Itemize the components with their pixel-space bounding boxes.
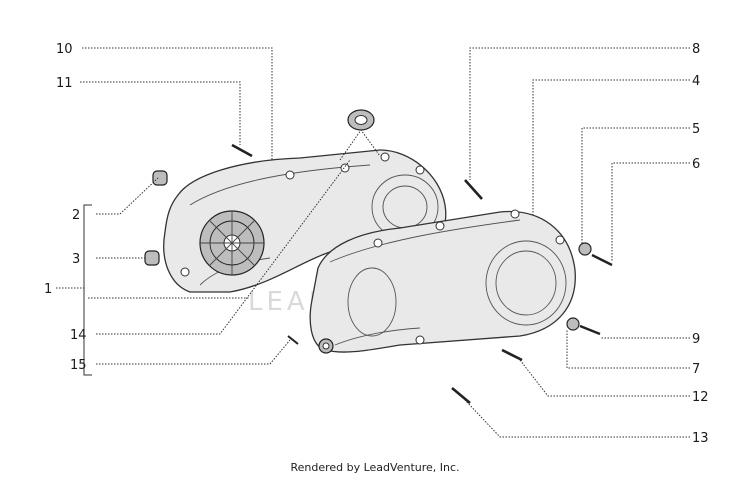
callout-10: 10	[56, 42, 73, 57]
screw-6	[591, 253, 613, 267]
nut-5	[578, 242, 592, 256]
callout-2: 2	[72, 208, 80, 223]
footer-caption: Rendered by LeadVenture, Inc.	[290, 461, 460, 474]
callout-4: 4	[692, 74, 700, 89]
screw-8	[464, 179, 483, 200]
screw-13	[451, 387, 471, 404]
callout-13: 13	[692, 431, 709, 446]
callout-5: 5	[692, 122, 700, 137]
callout-9: 9	[692, 332, 700, 347]
bushing-lower	[144, 250, 160, 266]
nut-7	[566, 317, 580, 331]
callout-7: 7	[692, 362, 700, 377]
screw-11	[231, 143, 253, 158]
pin-15	[287, 335, 299, 345]
callout-3: 3	[72, 252, 80, 267]
group-bracket	[56, 204, 92, 376]
screw-9	[579, 324, 601, 336]
callout-1: 1	[44, 282, 52, 297]
callout-15: 15	[70, 358, 87, 373]
callout-11: 11	[56, 76, 73, 91]
callout-14: 14	[70, 328, 87, 343]
screw-12	[501, 348, 523, 362]
leader-lines	[80, 47, 690, 438]
callout-12: 12	[692, 390, 709, 405]
outer-transmission-cover	[309, 209, 576, 354]
bushing-upper	[152, 170, 168, 186]
callout-labels: 1 2 3 4 5 6 7 8 9 10 11 12 13 14 15	[44, 42, 709, 446]
oil-seal	[347, 109, 375, 131]
callout-6: 6	[692, 157, 700, 172]
callout-8: 8	[692, 42, 700, 57]
